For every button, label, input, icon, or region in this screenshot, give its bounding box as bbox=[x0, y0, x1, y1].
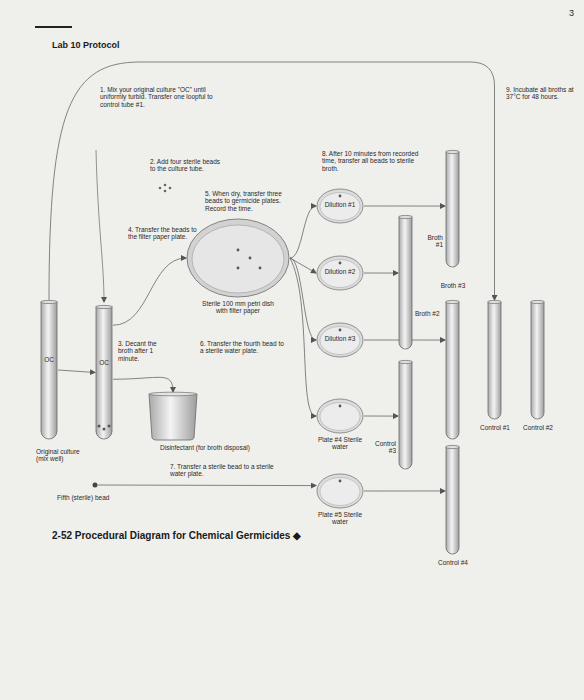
transfer-connector bbox=[364, 416, 398, 417]
water-plate-outline bbox=[316, 398, 364, 434]
disinfectant-beaker: Disinfectant (for broth disposal) bbox=[148, 392, 198, 440]
control-tube: Control #1 bbox=[487, 300, 502, 420]
water-plate-label: Plate #4 Sterile water bbox=[315, 436, 365, 451]
step-note: 8. After 10 minutes from recorded time, … bbox=[322, 150, 432, 172]
header-rule bbox=[35, 26, 72, 28]
transfer-connector bbox=[290, 258, 316, 416]
culture-tube-label: OC bbox=[95, 359, 113, 366]
bead-transfer-line bbox=[96, 150, 104, 302]
broth-tube: Broth #2 bbox=[398, 215, 413, 350]
broth-tube-outline bbox=[445, 300, 460, 440]
petri-dish-label: Sterile 100 mm petri dish with filter pa… bbox=[198, 300, 278, 315]
germicide-plate: Dilution #1 bbox=[316, 188, 364, 224]
transfer-connector bbox=[364, 490, 445, 491]
disinfectant-beaker-outline bbox=[148, 392, 198, 440]
water-plate-label: Plate #5 Sterile water bbox=[315, 511, 365, 526]
culture-tube: OC bbox=[95, 305, 113, 440]
page-number: 3 bbox=[548, 8, 574, 18]
culture-tube-label: OC bbox=[40, 356, 58, 363]
petri-dish-outline bbox=[186, 218, 290, 298]
transfer-connector bbox=[290, 206, 316, 258]
sterile-bead-outline bbox=[92, 482, 98, 488]
broth-tube: Broth #3 bbox=[445, 300, 460, 440]
culture-tube-outline bbox=[40, 300, 58, 440]
culture-tube: OCOriginal culture (mix well) bbox=[40, 300, 58, 440]
transfer-connector bbox=[58, 370, 95, 373]
broth-tube-label: Broth #1 bbox=[419, 234, 443, 249]
control-tube-outline bbox=[487, 300, 502, 420]
petri-dish: Sterile 100 mm petri dish with filter pa… bbox=[186, 218, 290, 298]
broth-tube-label: Broth #2 bbox=[415, 310, 441, 317]
water-plate: Plate #4 Sterile water bbox=[316, 398, 364, 434]
germicide-plate-label: Dilution #1 bbox=[320, 201, 360, 208]
sterile-bead-label: Fifth (sterile) bead bbox=[57, 494, 147, 501]
transfer-connector bbox=[364, 273, 398, 274]
water-plate-outline bbox=[316, 473, 364, 509]
transfer-connector bbox=[113, 377, 173, 392]
control-tube: Control #3 bbox=[398, 360, 413, 470]
control-tube: Control #2 bbox=[530, 300, 545, 420]
broth-tube: Broth #1 bbox=[445, 150, 460, 268]
control-tube-outline bbox=[445, 445, 460, 555]
culture-tube-outline bbox=[95, 305, 113, 440]
broth-tube-outline bbox=[398, 215, 413, 350]
page-title: Lab 10 Protocol bbox=[52, 40, 252, 50]
culture-tube-label: Original culture (mix well) bbox=[36, 448, 86, 463]
germicide-plate: Dilution #2 bbox=[316, 255, 364, 291]
transfer-connector bbox=[98, 485, 316, 487]
step-note: 3. Decant the broth after 1 minute. bbox=[118, 340, 168, 362]
control-tube-outline bbox=[398, 360, 413, 470]
figure-caption: 2-52 Procedural Diagram for Chemical Ger… bbox=[52, 530, 372, 541]
control-tube-label: Control #4 bbox=[433, 559, 473, 566]
step-note: 5. When dry, transfer three beads to ger… bbox=[205, 190, 285, 212]
water-plate: Plate #5 Sterile water bbox=[316, 473, 364, 509]
transfer-connector bbox=[113, 258, 186, 325]
germicide-plate-label: Dilution #3 bbox=[320, 335, 360, 342]
germicide-plate-label: Dilution #2 bbox=[320, 268, 360, 275]
broth-tube-outline bbox=[445, 150, 460, 268]
germicide-plate: Dilution #3 bbox=[316, 322, 364, 358]
sterile-bead: Fifth (sterile) bead bbox=[92, 482, 98, 488]
bead-dots bbox=[159, 184, 172, 193]
control-tube-label: Control #1 bbox=[475, 424, 515, 431]
control-tube-label: Control #3 bbox=[368, 440, 396, 455]
step-note: 4. Transfer the beads to the filter pape… bbox=[128, 226, 200, 241]
control-tube: Control #4 bbox=[445, 445, 460, 555]
control-tube-label: Control #2 bbox=[518, 424, 558, 431]
transfer-connector bbox=[49, 62, 495, 300]
broth-tube-label: Broth #3 bbox=[439, 282, 467, 289]
step-note: 2. Add four sterile beads to the culture… bbox=[150, 158, 222, 173]
step-note: 1. Mix your original culture "OC" until … bbox=[100, 86, 220, 108]
step-note: 7. Transfer a sterile bead to a sterile … bbox=[170, 463, 290, 478]
step-note: 9. Incubate all broths at 37°C for 48 ho… bbox=[506, 86, 578, 101]
control-tube-outline bbox=[530, 300, 545, 420]
transfer-connector bbox=[364, 206, 445, 207]
disinfectant-beaker-label: Disinfectant (for broth disposal) bbox=[160, 444, 250, 451]
step-note: 6. Transfer the fourth bead to a sterile… bbox=[200, 340, 285, 355]
